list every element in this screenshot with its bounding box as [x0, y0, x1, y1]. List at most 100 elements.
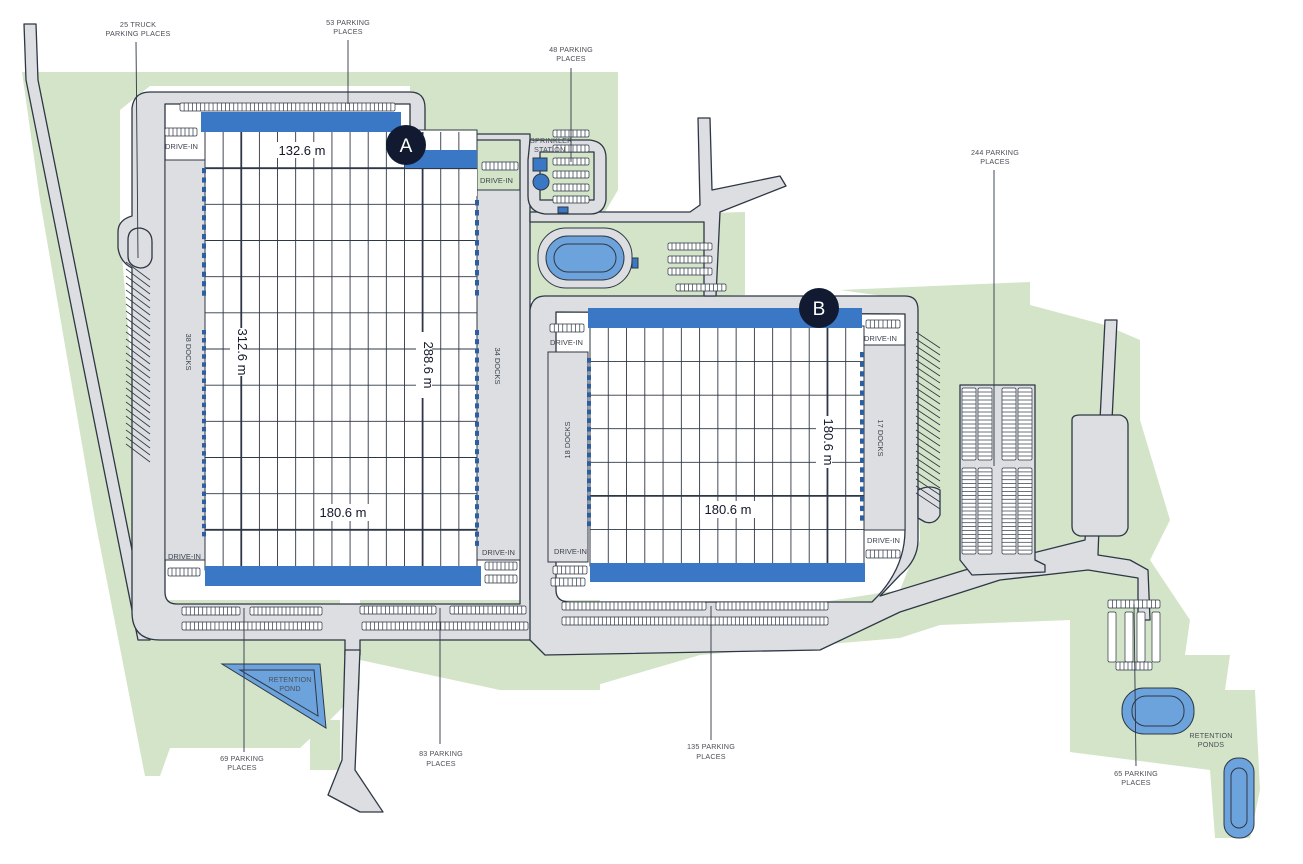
leader-lines: [135, 40, 1137, 767]
dock-door: [202, 346, 206, 351]
dock-door: [202, 196, 206, 202]
road-east-loop: [917, 486, 941, 524]
label-truck-parking-1: 25 TRUCK: [120, 20, 156, 29]
dock-door: [475, 485, 479, 491]
dock-door: [202, 475, 206, 480]
pond-east-1-inner: [1131, 695, 1185, 727]
dock-door: [202, 271, 206, 277]
label-p48-1: 48 PARKING: [549, 45, 593, 54]
dock-door: [202, 338, 206, 343]
parking-row: [1136, 611, 1146, 663]
dock-door: [587, 358, 591, 363]
dock-door: [860, 361, 864, 367]
building-a-roof-bottom: [205, 566, 481, 586]
dock-door: [860, 457, 864, 464]
dock-door: [475, 513, 479, 519]
dock-door: [475, 290, 479, 296]
label-p83-1: 83 PARKING: [419, 749, 463, 758]
road-far-east-lot: [1071, 414, 1129, 537]
dock-door: [202, 378, 206, 383]
parking-row: [1124, 611, 1134, 663]
dock-door: [202, 290, 206, 296]
dock-door: [587, 392, 591, 398]
dim-a-width-bottom: 180.6 m: [320, 505, 367, 520]
dock-door: [860, 486, 864, 492]
drive-in-a-ne: DRIVE-IN: [480, 176, 513, 185]
sprinkler-station: [532, 157, 639, 269]
dock-door: [587, 444, 591, 449]
dock-door: [475, 394, 479, 400]
parking-row: [1151, 611, 1161, 663]
building-b-roof-bottom: [590, 563, 865, 582]
dock-door: [202, 515, 206, 521]
drive-in-a-sw: DRIVE-IN: [168, 552, 201, 561]
docks-a-left-label: 38 DOCKS: [184, 333, 193, 370]
road-ring-a: [117, 91, 546, 656]
pond-southwest-inner: [238, 669, 319, 717]
dock-door: [475, 504, 479, 510]
dock-door: [475, 200, 479, 206]
dock-door: [202, 243, 206, 249]
label-retention-pond-2: POND: [279, 684, 301, 693]
dock-door: [475, 366, 479, 372]
dock-door: [475, 412, 479, 418]
docks-a-right-label: 34 DOCKS: [493, 347, 502, 384]
dock-door: [475, 348, 479, 354]
dock-door: [860, 438, 864, 444]
dock-door: [202, 410, 206, 416]
east-truck-stripes: [915, 331, 941, 510]
dock-door: [202, 234, 206, 240]
dock-door: [475, 458, 479, 464]
building-a-roof-top: [201, 112, 401, 132]
dock-door: [475, 330, 479, 336]
parking-row: [667, 255, 713, 264]
dock-door: [202, 362, 206, 367]
dock-door: [587, 375, 591, 380]
parking-row: [481, 161, 519, 171]
badge-a-text: A: [400, 136, 413, 157]
label-p135-2: PLACES: [696, 752, 726, 761]
dock-door: [860, 419, 864, 425]
dock-door: [475, 522, 479, 528]
dock-door: [475, 531, 479, 537]
dock-door: [475, 421, 479, 427]
dock-door: [860, 371, 864, 377]
road-west-loop: [127, 227, 153, 269]
dock-door: [475, 339, 479, 345]
callout-labels: 25 TRUCK PARKING PLACES 53 PARKING PLACE…: [106, 18, 1233, 787]
label-p83-2: PLACES: [426, 759, 456, 768]
dock-door: [587, 452, 591, 458]
dock-door: [860, 390, 864, 396]
dock-door: [475, 476, 479, 482]
dock-door: [587, 383, 591, 389]
dock-door: [202, 394, 206, 400]
dock-door: [202, 252, 206, 259]
docks-b-left-label: 18 DOCKS: [563, 421, 572, 458]
dock-door: [202, 491, 206, 496]
dock-door: [202, 177, 206, 183]
dock-door: [475, 230, 479, 236]
parking-rows: [164, 102, 1161, 671]
label-retention-ponds-2: PONDS: [1198, 740, 1225, 749]
dock-door: [587, 521, 591, 527]
dock-door: [475, 220, 479, 226]
parking-row: [552, 195, 590, 204]
dock-door: [202, 523, 206, 529]
dock-door: [587, 461, 591, 466]
dock-door: [202, 224, 206, 230]
dock-door: [202, 443, 206, 448]
label-sprinkler-2: STATION: [534, 145, 565, 154]
dock-door: [587, 495, 591, 501]
sprinkler-tank-square: [532, 157, 548, 172]
dock-door: [475, 540, 479, 546]
docks-b-right-label: 17 DOCKS: [876, 419, 885, 456]
dock-door: [202, 168, 206, 174]
dim-b-width: 180.6 m: [705, 502, 752, 517]
dock-door: [202, 386, 206, 391]
dock-door: [587, 478, 591, 484]
dim-a-height-left: 312.6 m: [235, 329, 250, 376]
dimensions: 132.6 m 180.6 m 312.6 m 288.6 m 180.6 m …: [230, 142, 836, 521]
dock-door: [475, 430, 479, 436]
dock-door: [587, 504, 591, 509]
parking-row: [667, 267, 713, 276]
